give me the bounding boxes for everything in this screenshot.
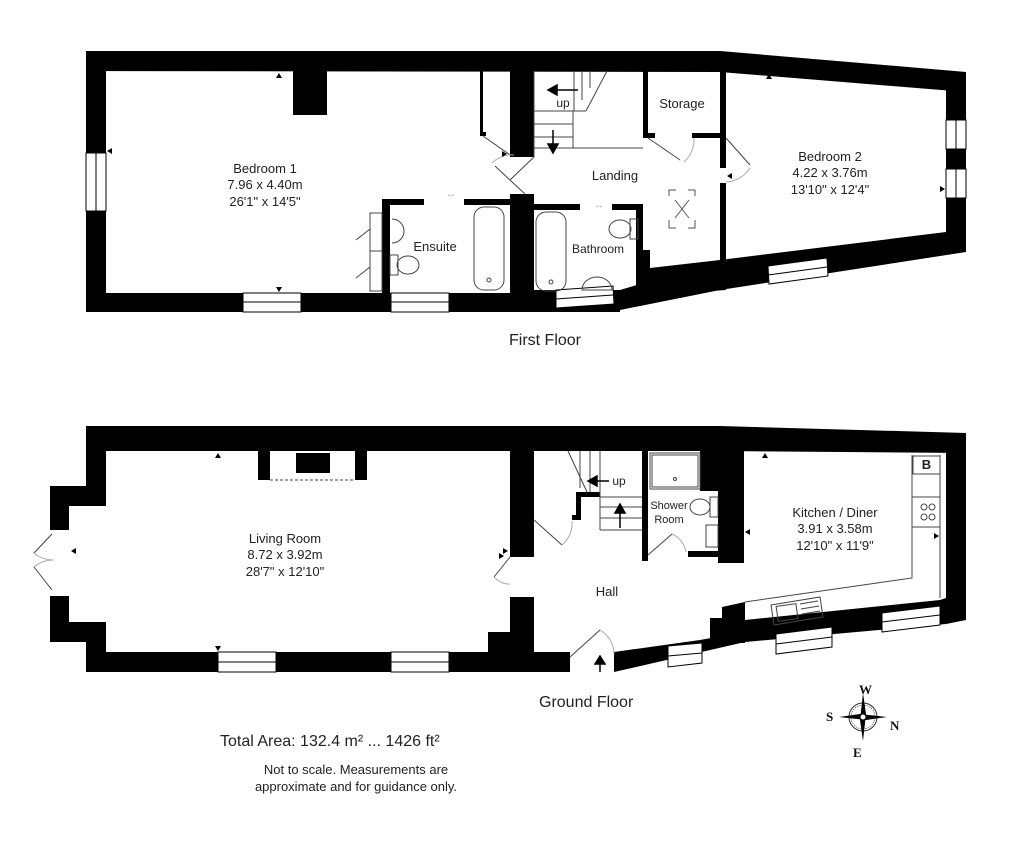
room-label-kitchen-diner: Kitchen / Diner 3.91 x 3.58m 12'10" x 11… [775,505,895,554]
disclaimer: Not to scale. Measurements are approxima… [236,762,476,796]
room-label-storage: Storage [659,96,705,111]
stairs-up-label: up [556,96,570,110]
disclaimer-line-1: Not to scale. Measurements are [263,762,449,777]
room-metric: 7.96 x 4.40m [227,177,303,193]
floor-title-ground: Ground Floor [539,694,634,711]
ground-floor-windows [217,605,941,673]
first-floor-markers [107,73,945,292]
ground-floor-walls [50,426,966,672]
first-floor-walls [86,51,966,312]
first-floor-fixtures: ↔ ↔ [355,70,751,292]
room-name: Bedroom 2 [798,149,862,164]
boiler-label: B [921,457,932,472]
room-name: Living Room [248,531,322,546]
room-label-ensuite: Ensuite [413,239,457,254]
compass-rose-icon [839,693,887,741]
room-metric: 8.72 x 3.92m [247,547,323,563]
room-label-shower-room: Shower Room [646,500,692,528]
room-imperial: 28'7" x 12'10" [245,563,325,579]
room-metric: 3.91 x 3.58m [797,521,873,537]
svg-text:↔: ↔ [594,200,604,211]
ground-floor-markers [71,453,939,651]
room-metric: 4.22 x 3.76m [792,165,868,181]
room-label-bathroom: Bathroom [571,242,625,256]
ground-floor-fixtures [33,450,941,658]
room-imperial: 26'1" x 14'5" [229,193,301,209]
room-imperial: 13'10" x 12'4" [790,181,870,197]
svg-text:↔: ↔ [446,189,456,200]
first-floor-stair-arrows [546,83,578,155]
room-label-bedroom-2: Bedroom 2 4.22 x 3.76m 13'10" x 12'4" [775,149,885,198]
room-label-hall: Hall [595,584,619,599]
compass-west-label: W [859,682,872,697]
stairs-up-label: up [612,474,626,488]
room-imperial: 12'10" x 11'9" [796,537,874,553]
room-name: Kitchen / Diner [792,505,878,520]
room-label-living-room: Living Room 8.72 x 3.92m 28'7" x 12'10" [230,531,340,580]
compass-north-label: N [890,718,900,733]
room-name: Bedroom 1 [233,161,297,176]
room-name: Shower [650,500,688,512]
floor-title-first: First Floor [509,332,581,349]
compass-south-label: S [826,709,834,724]
compass-east-label: E [853,745,862,760]
disclaimer-line-2: approximate and for guidance only. [254,778,458,794]
room-label-bedroom-1: Bedroom 1 7.96 x 4.40m 26'1" x 14'5" [215,161,315,210]
room-label-landing: Landing [591,168,639,183]
ground-floor-stair-arrows [586,474,627,672]
first-floor-windows [85,119,967,313]
room-name-line2: Room [654,513,684,526]
total-area: Total Area: 132.4 m² ... 1426 ft² [220,733,440,750]
